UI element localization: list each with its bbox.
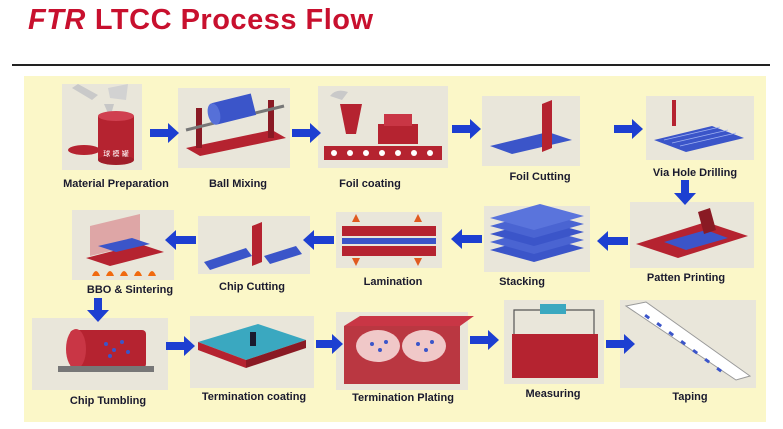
step-label-ball-mixing: Ball Mixing <box>208 178 268 190</box>
flow-arrow <box>606 334 635 354</box>
step-label-measuring: Measuring <box>525 388 581 400</box>
step-label-chip-cutting: Chip Cutting <box>219 281 285 293</box>
brand-logo-text: FTR <box>28 4 86 36</box>
flow-arrow <box>470 330 499 350</box>
title-divider <box>12 64 770 66</box>
step-label-stacking: Stacking <box>499 276 545 288</box>
lamination-press-icon <box>336 212 442 268</box>
pattern-printing-icon <box>630 202 754 268</box>
step-label-bbo-sintering: BBO & Sintering <box>86 284 174 296</box>
measuring-icon <box>504 300 604 384</box>
vessel-label: 球 模 罐 <box>103 149 128 158</box>
stacking-icon <box>484 204 590 272</box>
via-drilling-icon <box>646 96 754 160</box>
step-label-foil-coating: Foil coating <box>339 178 401 190</box>
step-label-termination-plating: Termination Plating <box>352 392 454 404</box>
flow-arrow <box>452 119 481 139</box>
tumbling-drum-icon <box>32 318 168 390</box>
flow-arrow <box>166 336 195 356</box>
flow-arrow <box>303 230 334 250</box>
material-preparation-icon: 球 模 罐 <box>62 84 142 170</box>
foil-coating-icon <box>318 86 448 168</box>
flow-arrow <box>150 123 179 143</box>
foil-cutting-icon <box>482 96 580 166</box>
step-label-foil-cutting: Foil Cutting <box>509 171 571 183</box>
flow-arrow <box>597 231 628 251</box>
chip-cutting-icon <box>198 216 310 274</box>
flow-arrow <box>451 229 482 249</box>
flow-arrow <box>614 119 643 139</box>
step-label-patten-printing: Patten Printing <box>646 272 726 284</box>
taping-reel-icon <box>620 300 756 388</box>
ball-mill-icon <box>178 88 290 168</box>
step-label-lamination: Lamination <box>363 276 423 288</box>
flow-arrow <box>674 180 696 205</box>
step-label-chip-tumbling: Chip Tumbling <box>69 395 147 407</box>
flow-arrow <box>165 230 196 250</box>
termination-coating-icon <box>190 316 314 388</box>
step-label-material-preparation: Material Preparation <box>63 178 169 190</box>
sintering-furnace-icon <box>72 210 174 280</box>
plating-tank-icon <box>336 312 474 390</box>
flow-arrow <box>87 298 109 322</box>
title-text: LTCC Process Flow <box>94 4 374 36</box>
step-label-termination-coating: Termination coating <box>201 391 307 403</box>
flow-arrow <box>316 334 343 354</box>
step-label-taping: Taping <box>672 391 708 403</box>
flow-arrow <box>292 123 321 143</box>
step-label-via-hole-drilling: Via Hole Drilling <box>652 167 738 179</box>
